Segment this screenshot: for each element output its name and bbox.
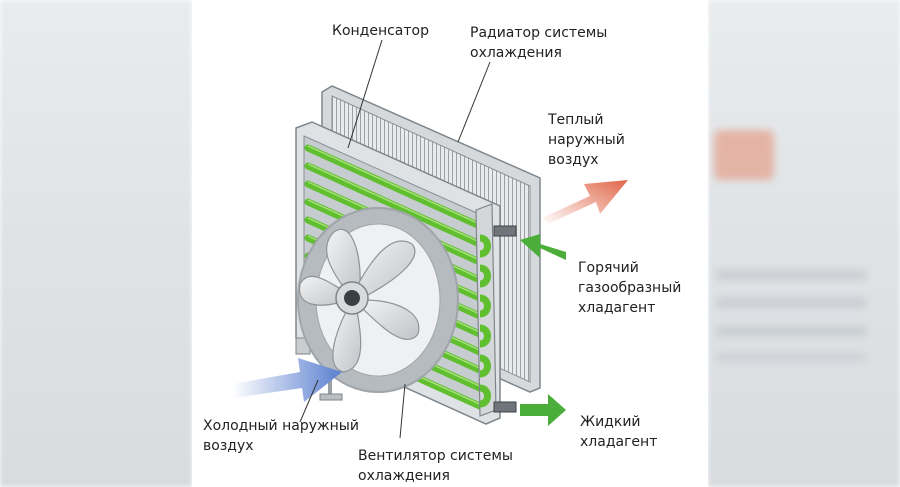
tube-bends: [479, 234, 491, 408]
tube-bend: [479, 264, 491, 288]
tube-bend: [479, 234, 491, 258]
label-liquid-refrigerant: Жидкий хладагент: [580, 414, 658, 450]
label-hot-refrigerant: Горячий газообразный хладагент: [578, 260, 682, 316]
leader-lines: [299, 39, 491, 439]
fan-hub-center: [344, 290, 360, 306]
background-left-blur: [0, 0, 192, 487]
warm-air-arrow: [542, 180, 628, 224]
condenser-tube: [304, 162, 488, 250]
condenser-tube-highlight: [307, 145, 485, 227]
liquid-refrigerant-arrow: [520, 394, 566, 426]
label-fan: Вентилятор системы охлаждения: [358, 448, 513, 484]
label-warm-air: Теплый наружный воздух: [548, 112, 625, 168]
tube-bend: [479, 294, 491, 318]
cold-air-arrow: [232, 358, 342, 402]
background-ghost-text: [716, 270, 866, 360]
tube-bend: [479, 324, 491, 348]
label-radiator: Радиатор системы охлаждения: [470, 25, 608, 61]
background-right-blur: [708, 0, 900, 487]
hot-refrigerant-arrow: [520, 234, 566, 260]
fan-blades: [299, 228, 420, 373]
label-condenser: Конденсатор: [332, 23, 429, 39]
inlet-fitting: [493, 225, 517, 237]
condenser-tube-highlight: [307, 163, 485, 245]
background-ghost-arrow: [714, 130, 774, 180]
tube-bend: [479, 354, 491, 378]
outlet-fitting: [493, 401, 517, 413]
cooling-fan: [297, 207, 459, 401]
label-cold-air: Холодный наружный воздух: [203, 418, 359, 454]
tube-bend: [479, 384, 491, 408]
condenser-tube: [304, 144, 488, 232]
